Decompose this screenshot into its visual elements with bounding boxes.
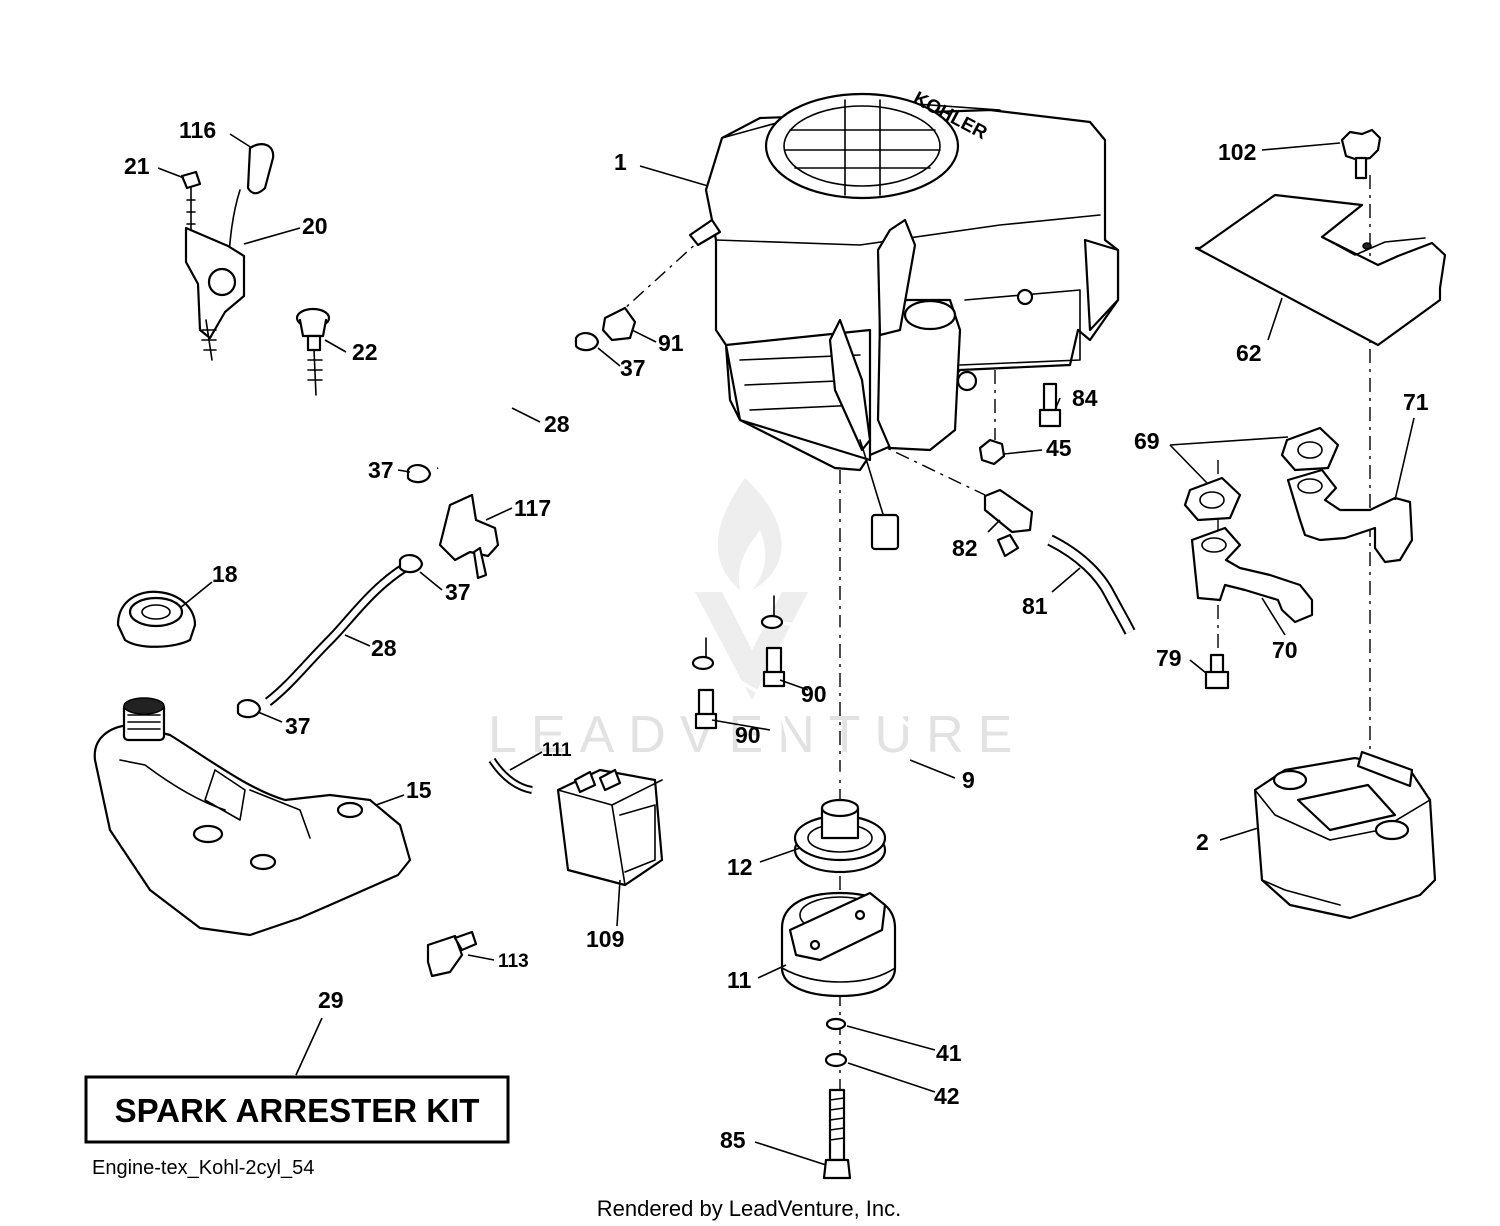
callout-79: 79 — [1156, 645, 1182, 671]
evap-canister — [556, 768, 664, 887]
callout-28-lower: 28 — [371, 635, 397, 661]
callout-37-d: 37 — [285, 713, 311, 739]
callout-2: 2 — [1196, 829, 1209, 855]
bolt-90 — [694, 646, 786, 730]
callout-116: 116 — [179, 117, 216, 143]
fuel-hose-upper — [436, 339, 577, 471]
callout-84: 84 — [1072, 385, 1098, 411]
washer-41 — [825, 1017, 847, 1031]
muffler — [1253, 750, 1437, 920]
callout-70: 70 — [1272, 637, 1298, 663]
callout-37-c: 37 — [445, 579, 471, 605]
exhaust-pipe-70 — [1190, 526, 1314, 624]
heat-shield — [1194, 193, 1447, 347]
hose-clamp — [236, 332, 600, 719]
washer-42 — [824, 1052, 848, 1068]
callout-42: 42 — [934, 1083, 960, 1109]
breather-hose — [1047, 534, 1136, 635]
callout-117: 117 — [514, 495, 551, 521]
callout-102: 102 — [1218, 139, 1256, 165]
callout-22: 22 — [352, 339, 378, 365]
callout-69: 69 — [1134, 428, 1160, 454]
vent-hose — [488, 757, 533, 794]
throttle-control — [184, 189, 246, 361]
bolt-84 — [1038, 382, 1062, 428]
leader-lines — [157, 133, 1415, 1166]
engine-assembly: KOHLER — [688, 88, 1120, 551]
callout-71: 71 — [1403, 389, 1429, 415]
choke-knob — [295, 307, 331, 396]
bolt-79 — [1204, 653, 1230, 690]
fitting-91 — [601, 306, 637, 342]
pto-clutch — [780, 891, 897, 998]
callout-45: 45 — [1046, 435, 1072, 461]
idler-pulley — [793, 798, 887, 874]
callout-29: 29 — [318, 987, 344, 1013]
callout-81: 81 — [1022, 593, 1048, 619]
callout-9: 9 — [962, 767, 975, 793]
flame-icon — [717, 478, 782, 590]
fuel-shutoff-valve — [438, 493, 500, 580]
diagram-reference-code: Engine-tex_Kohl-2cyl_54 — [92, 1157, 314, 1179]
callout-109: 109 — [586, 926, 624, 952]
callout-21: 21 — [124, 153, 150, 179]
fuel-cap — [116, 590, 197, 648]
fuel-fitting-82 — [983, 488, 1034, 558]
callout-82: 82 — [952, 535, 978, 561]
fuel-hose-lower — [264, 563, 407, 706]
fuel-tank — [93, 697, 412, 937]
watermark-text: LEADVENTURE — [488, 706, 1026, 764]
callout-90-b: 90 — [735, 722, 761, 748]
callout-28-upper: 28 — [544, 411, 570, 437]
callout-90-a: 90 — [801, 681, 827, 707]
fitting-113 — [426, 930, 478, 978]
nut-45 — [978, 438, 1006, 466]
bolt-21 — [180, 170, 202, 239]
callout-111: 111 — [542, 740, 572, 761]
callout-41: 41 — [936, 1040, 962, 1066]
throttle-knob — [246, 143, 275, 195]
callout-62: 62 — [1236, 340, 1262, 366]
heat-shield-knob — [1340, 128, 1382, 180]
rendered-by-credit: Rendered by LeadVenture, Inc. — [597, 1196, 902, 1221]
callout-113: 113 — [498, 951, 529, 972]
callout-37-b: 37 — [368, 457, 394, 483]
engine-bracket — [691, 595, 928, 777]
callout-15: 15 — [406, 777, 432, 803]
exhaust-gasket — [1183, 426, 1340, 522]
callout-20: 20 — [302, 213, 328, 239]
callout-85: 85 — [720, 1127, 746, 1153]
callout-labels: 1 2 9 11 12 15 18 20 21 22 28 28 29 37 3… — [124, 117, 1429, 1153]
callout-91: 91 — [658, 330, 684, 356]
pto-bolt — [822, 1088, 852, 1180]
callout-18: 18 — [212, 561, 238, 587]
callout-37-a: 37 — [620, 355, 646, 381]
callout-12: 12 — [727, 854, 753, 880]
callout-11: 11 — [727, 967, 752, 993]
callout-1: 1 — [614, 149, 627, 175]
kit-title: SPARK ARRESTER KIT — [115, 1092, 480, 1129]
spark-arrester-kit-box: SPARK ARRESTER KIT — [84, 1075, 510, 1144]
exhaust-pipe-71 — [1286, 468, 1414, 564]
